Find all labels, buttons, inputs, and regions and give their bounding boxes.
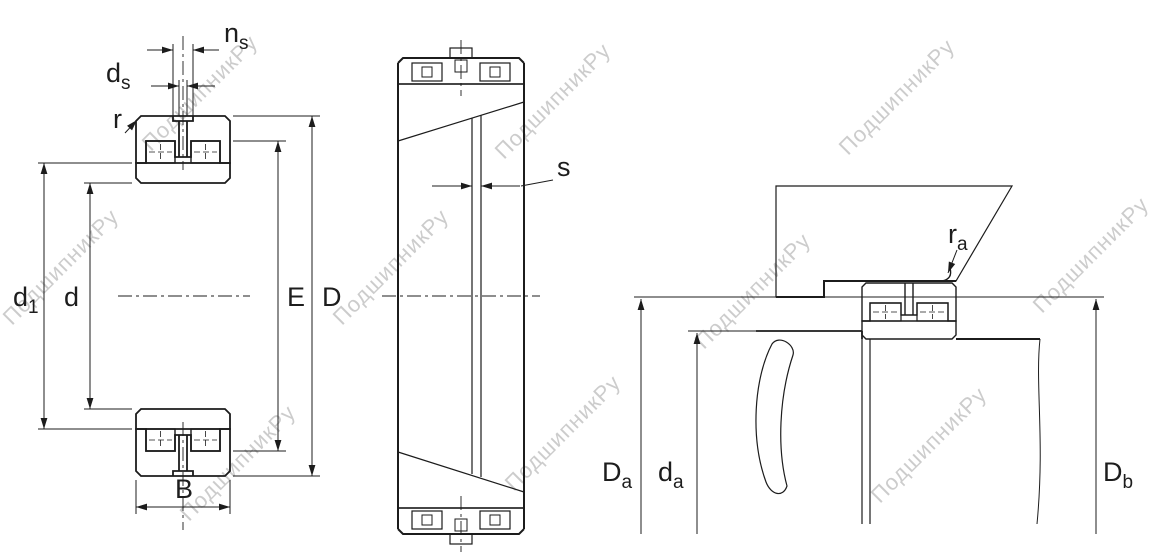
cage-pocket: [411, 510, 443, 530]
label-Db: Db: [1103, 457, 1133, 493]
label-ns: ns: [224, 18, 249, 54]
watermark-text: ПодшипникРу: [690, 228, 816, 354]
front-view-dimensions: ns ds r d1 d E D B: [13, 18, 342, 514]
leader-ra: [947, 249, 958, 274]
label-Da: Da: [602, 457, 633, 493]
roller-end: [489, 514, 501, 526]
label-s: s: [557, 152, 571, 182]
label-E: E: [287, 282, 305, 312]
side-section-view: s: [382, 40, 571, 552]
watermark-text: ПодшипникРу: [490, 38, 616, 164]
roller-end: [489, 66, 501, 78]
cage-pocket: [479, 510, 511, 530]
label-ds: ds: [106, 58, 131, 94]
outer-ring-bottom-section: [135, 428, 231, 477]
roller-centerlines: [149, 144, 217, 160]
label-ra: ra: [948, 219, 968, 255]
watermark-text: ПодшипникРу: [866, 382, 992, 508]
roller-centerlines: [149, 431, 217, 447]
cage-pocket: [479, 62, 511, 82]
watermark-text: ПодшипникРу: [834, 34, 960, 160]
label-D: D: [322, 282, 342, 312]
housing-bore-edges: [776, 280, 956, 298]
roller-end: [421, 66, 433, 78]
label-d: d: [64, 282, 79, 312]
leader-s: [520, 179, 554, 187]
outer-ring-side-section-top: [397, 83, 525, 142]
label-d1: d1: [13, 282, 39, 318]
leader-r: [124, 119, 138, 134]
roller-centerlines: [873, 305, 945, 319]
watermark-text: ПодшипникРу: [328, 204, 454, 330]
mounted-outer-ring: [861, 282, 957, 322]
shaft-break-line: [1036, 338, 1041, 525]
mounted-inner-ring: [861, 320, 957, 340]
mounting-view: ra Da da Db: [602, 185, 1133, 534]
front-section-view: [118, 36, 250, 530]
cage-pocket: [411, 62, 443, 82]
label-da: da: [658, 457, 684, 493]
label-r: r: [113, 104, 122, 134]
roller-end: [421, 514, 433, 526]
watermark-text: ПодшипникРу: [1028, 192, 1149, 318]
inner-ring-top-section: [135, 162, 231, 184]
label-B: B: [175, 474, 193, 504]
shaft-shoulder-section: [755, 339, 794, 495]
